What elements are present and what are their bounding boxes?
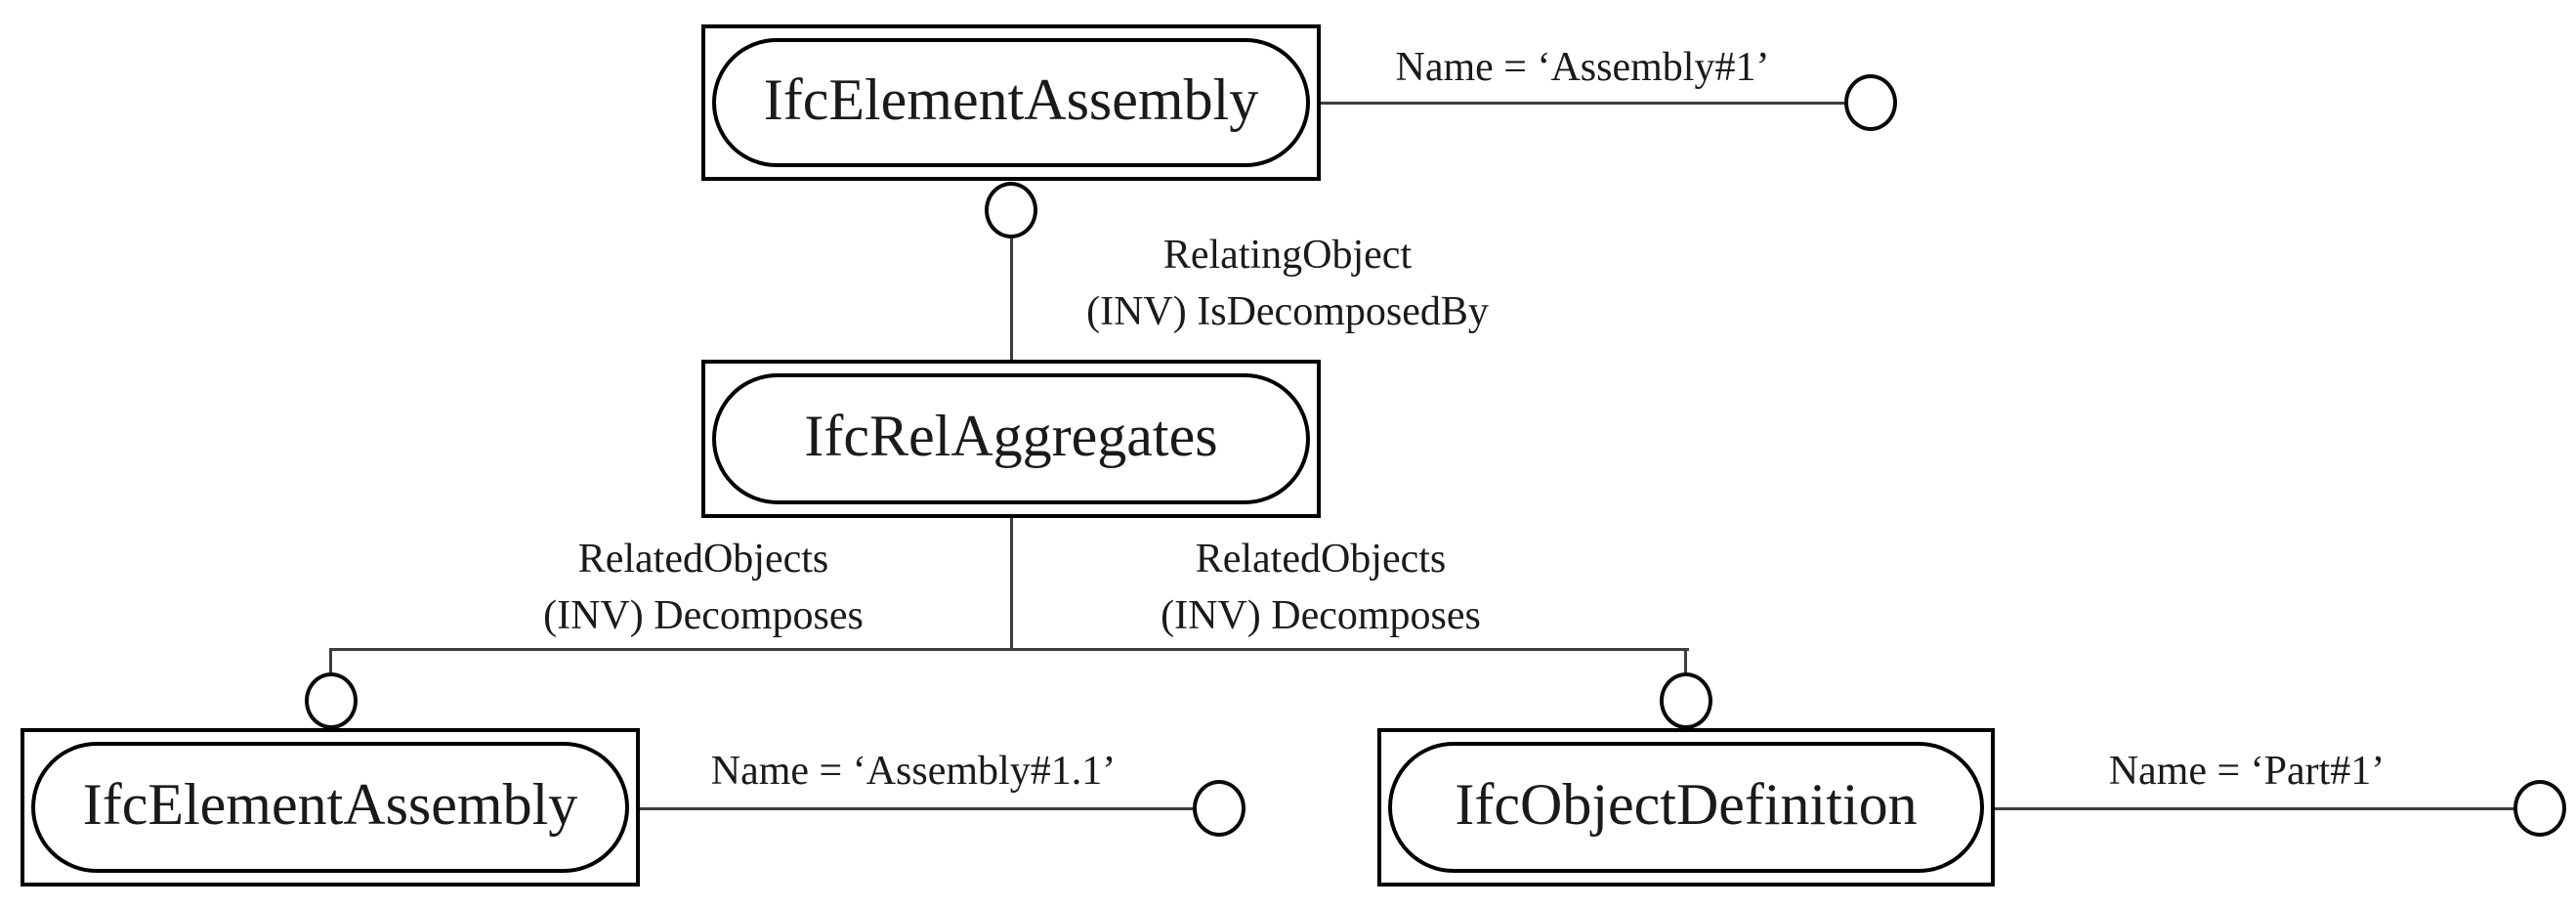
edge-label-line2: (INV) Decomposes xyxy=(543,593,864,638)
connector-assembly11-to-name-circle xyxy=(640,807,1195,810)
edge-label-relatingobject: RelatingObject (INV) IsDecomposedBy xyxy=(1086,227,1489,340)
connector-circle-to-relaggregates xyxy=(1010,235,1013,360)
entity-stadium: IfcObjectDefinition xyxy=(1388,742,1984,873)
node-ifcelementassembly-child: IfcElementAssembly xyxy=(21,728,640,886)
branch-left-drop-line xyxy=(329,648,332,677)
attribute-label-part1: Name = ‘Part#1’ xyxy=(2108,749,2386,794)
entity-label: IfcElementAssembly xyxy=(82,772,578,837)
relation-circle-relatedobjects-right xyxy=(1660,672,1712,729)
connector-assembly1-to-name-circle xyxy=(1320,102,1844,105)
edge-label-relatedobjects-right: RelatedObjects (INV) Decomposes xyxy=(1161,531,1481,644)
edge-label-line1: RelatingObject xyxy=(1162,233,1413,278)
name-terminal-circle-part1 xyxy=(2513,780,2566,837)
node-ifcelementassembly-root: IfcElementAssembly xyxy=(701,24,1321,181)
entity-label: IfcObjectDefinition xyxy=(1455,772,1918,837)
edge-label-line2: (INV) Decomposes xyxy=(1161,593,1481,638)
entity-label: IfcElementAssembly xyxy=(763,67,1259,132)
edge-label-line2: (INV) IsDecomposedBy xyxy=(1086,289,1489,334)
attribute-label-assembly1: Name = ‘Assembly#1’ xyxy=(1395,45,1770,90)
branch-horizontal-line xyxy=(331,648,1689,651)
branch-right-drop-line xyxy=(1684,648,1687,677)
node-ifcobjectdefinition: IfcObjectDefinition xyxy=(1377,728,1995,886)
entity-stadium: IfcElementAssembly xyxy=(31,742,629,873)
relation-circle-relatedobjects-left xyxy=(305,672,358,729)
edge-label-relatedobjects-left: RelatedObjects (INV) Decomposes xyxy=(543,531,864,644)
entity-label: IfcRelAggregates xyxy=(804,404,1218,468)
edge-label-line1: RelatedObjects xyxy=(1195,537,1447,582)
name-terminal-circle-assembly11 xyxy=(1193,780,1246,837)
edge-label-line1: RelatedObjects xyxy=(577,537,829,582)
attribute-label-assembly11: Name = ‘Assembly#1.1’ xyxy=(710,749,1117,794)
connector-part1-to-name-circle xyxy=(1995,807,2515,810)
entity-stadium: IfcElementAssembly xyxy=(712,38,1310,167)
relation-circle-relatingobject xyxy=(985,182,1037,238)
node-ifcrelaggregates: IfcRelAggregates xyxy=(701,360,1321,518)
entity-stadium: IfcRelAggregates xyxy=(712,373,1310,504)
connector-relaggregates-to-branch xyxy=(1010,518,1013,651)
name-terminal-circle-assembly1 xyxy=(1844,74,1897,131)
